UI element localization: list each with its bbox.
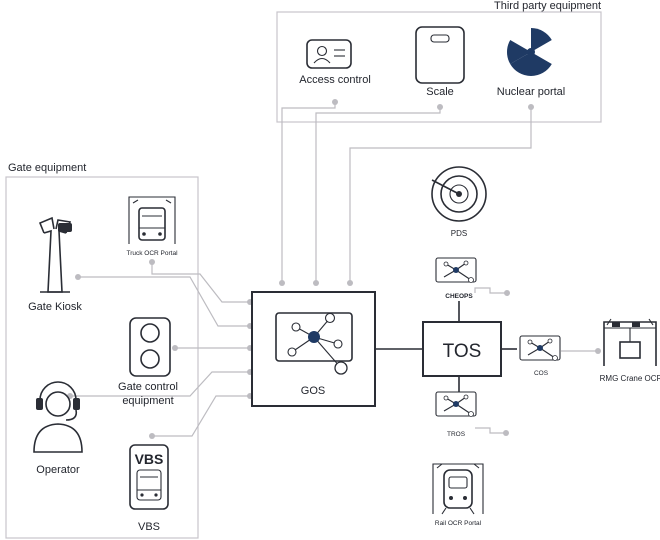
train-icon <box>432 463 484 515</box>
dot-tros <box>503 430 509 436</box>
truck-ocr-portal-icon <box>128 196 176 244</box>
cheops-monitor-icon <box>435 257 477 283</box>
tos-box <box>422 321 502 377</box>
dot-gos-top-1 <box>279 280 285 286</box>
cos-node: COS <box>519 335 561 377</box>
scale-node: Scale <box>415 26 465 98</box>
gos-label: GOS <box>301 385 325 397</box>
connector-access-control <box>281 102 336 282</box>
cos-monitor-icon <box>519 335 561 361</box>
truck-ocr-node: Truck OCR Portal <box>126 196 178 257</box>
id-card-icon <box>306 39 352 69</box>
pds-label: PDS <box>451 229 467 238</box>
vbs-device-icon: VBS <box>129 444 169 510</box>
gate-control-label-1: Gate control <box>118 381 178 393</box>
cheops-label: CHEOPS <box>445 293 473 300</box>
third-party-group: Third party equipment <box>276 0 602 123</box>
dark-connectors <box>375 301 517 392</box>
dot-cheops <box>504 290 510 296</box>
cheops-node: CHEOPS <box>435 257 477 300</box>
crane-icon <box>603 318 657 366</box>
cos-label: COS <box>534 370 549 377</box>
nuclear-portal-label: Nuclear portal <box>497 86 565 98</box>
gate-equipment-group: Gate equipment <box>5 162 199 539</box>
third-party-box <box>276 11 602 123</box>
third-party-title: Third party equipment <box>494 0 601 12</box>
headset-icon <box>33 381 83 453</box>
tos-node: TOS <box>422 321 502 377</box>
dot-nuclear <box>528 104 534 110</box>
tos-label: TOS <box>443 341 482 362</box>
tros-label: TROS <box>447 431 466 438</box>
access-control-label: Access control <box>299 74 371 86</box>
rmg-crane-ocr-label: RMG Crane OCR <box>600 374 660 383</box>
gate-equipment-title: Gate equipment <box>8 162 86 174</box>
dot-gos-top-2 <box>313 280 319 286</box>
connector-operator <box>70 371 250 397</box>
rmg-crane-ocr-node: RMG Crane OCR <box>600 318 660 383</box>
scale-label: Scale <box>426 86 454 98</box>
dot-rmg <box>595 348 601 354</box>
access-control-node: Access control <box>299 39 371 86</box>
tros-node: TROS <box>435 391 477 438</box>
scale-icon <box>415 26 465 84</box>
connector-scale <box>315 107 441 282</box>
dot-gos-top-3 <box>347 280 353 286</box>
vbs-node: VBS VBS <box>129 444 169 533</box>
dot-scale <box>437 104 443 110</box>
operator-label: Operator <box>36 464 80 476</box>
connector-gate-kiosk <box>78 276 250 327</box>
rail-ocr-node: Rail OCR Portal <box>432 463 484 527</box>
vbs-sign-text: VBS <box>135 451 164 467</box>
pds-node: PDS <box>431 166 487 238</box>
dot-kiosk <box>75 274 81 280</box>
dot-access-control <box>332 99 338 105</box>
connector-vbs <box>152 395 250 437</box>
gos-box <box>251 291 376 407</box>
gate-control-label-2: equipment <box>122 395 173 407</box>
network-screen-icon <box>275 312 353 375</box>
kiosk-icon <box>38 216 72 293</box>
traffic-light-icon <box>129 317 171 377</box>
gate-equipment-box <box>5 176 199 539</box>
connector-nuclear-portal <box>349 107 532 282</box>
dot-truck-ocr <box>149 259 155 265</box>
dot-gate-control <box>172 345 178 351</box>
connector-dots <box>67 99 601 439</box>
gate-kiosk-node: Gate Kiosk <box>28 216 82 313</box>
rail-ocr-label: Rail OCR Portal <box>435 520 482 527</box>
connector-tros <box>475 427 506 434</box>
connector-truck-ocr <box>151 262 250 303</box>
radiation-icon <box>507 27 552 77</box>
tros-monitor-icon <box>435 391 477 417</box>
nuclear-portal-node: Nuclear portal <box>497 27 565 98</box>
gate-kiosk-label: Gate Kiosk <box>28 301 82 313</box>
gos-node: GOS <box>251 291 376 407</box>
dot-vbs <box>149 433 155 439</box>
operator-node: Operator <box>33 381 83 476</box>
radar-icon <box>431 166 487 222</box>
truck-ocr-label: Truck OCR Portal <box>126 250 178 257</box>
gate-control-node: Gate control equipment <box>118 317 178 407</box>
vbs-label: VBS <box>138 521 160 533</box>
connector-cheops <box>474 287 507 294</box>
